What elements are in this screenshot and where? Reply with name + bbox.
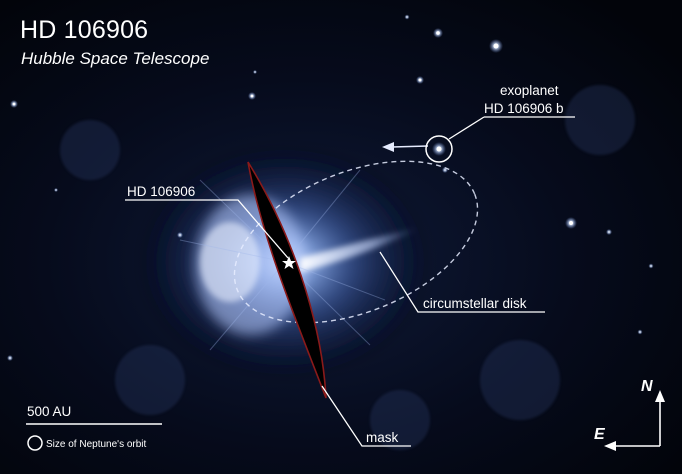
host-star-label: HD 106906 xyxy=(127,184,196,199)
background-stars xyxy=(7,14,654,361)
circle-outline-icon xyxy=(27,435,43,451)
page-subtitle: Hubble Space Telescope xyxy=(21,49,210,68)
noise-texture xyxy=(60,85,635,450)
neptune-orbit-label: Size of Neptune's orbit xyxy=(46,439,147,450)
arrow-left-icon xyxy=(382,142,429,152)
star-icon xyxy=(282,256,296,269)
mask-label: mask xyxy=(366,430,399,445)
disk-label: circumstellar disk xyxy=(423,296,527,311)
exoplanet-label: exoplanet xyxy=(500,83,559,98)
circle-marker-icon xyxy=(425,135,453,163)
compass-east-label: E xyxy=(594,426,605,443)
annotation-leaders xyxy=(125,116,575,447)
scale-bar-label: 500 AU xyxy=(27,404,72,419)
compass-north-label: N xyxy=(641,378,653,395)
page-title: HD 106906 xyxy=(20,16,149,44)
coronagraph-mask xyxy=(247,161,327,399)
circumstellar-disk xyxy=(300,228,420,272)
compass-arrows-icon xyxy=(604,390,665,451)
planet-orbit xyxy=(233,160,479,324)
exoplanet-name-label: HD 106906 b xyxy=(484,101,564,116)
